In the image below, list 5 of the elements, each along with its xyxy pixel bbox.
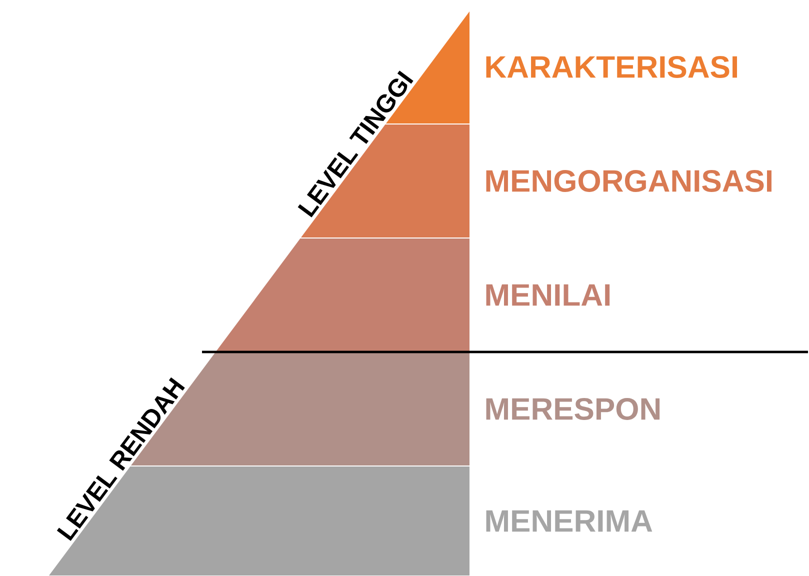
node-label: MERESPON (486, 398, 660, 420)
node-label: MENERIMA (486, 510, 652, 532)
node-label: MENGORGANISASI (486, 170, 772, 192)
node-label: KARAKTERISASI (486, 56, 738, 78)
node-label: MENILAI (486, 284, 610, 306)
